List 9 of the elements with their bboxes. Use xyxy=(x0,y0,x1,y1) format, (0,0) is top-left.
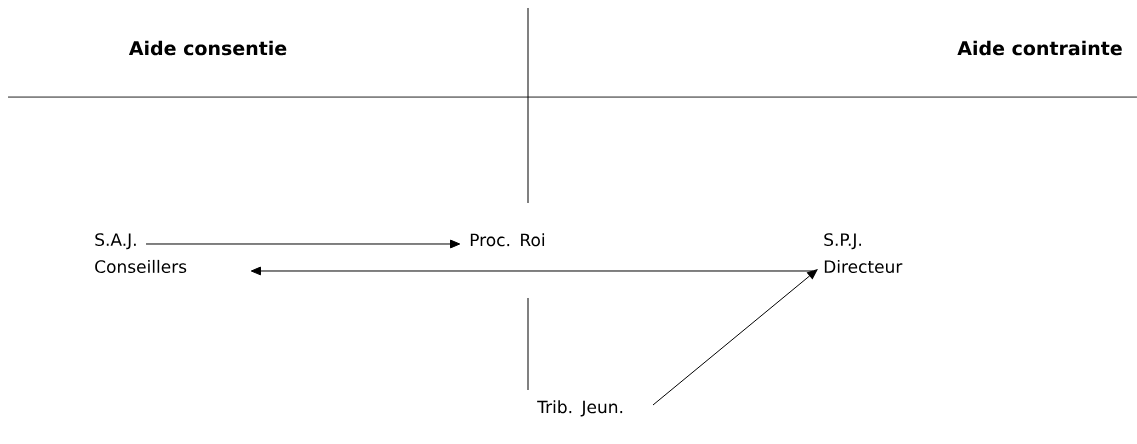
node-label: Trib. Jeun. xyxy=(537,400,623,417)
column-heading: Aide consentie xyxy=(128,40,287,56)
arrow xyxy=(652,269,818,406)
column-heading: Aide contrainte xyxy=(957,40,1122,56)
node-label: Proc. Roi xyxy=(470,233,545,247)
node-label: S.P.J. Directeur xyxy=(824,233,903,274)
node-label: S.A.J. Conseillers xyxy=(95,233,187,274)
arrow xyxy=(145,239,461,249)
arrow xyxy=(250,266,814,276)
